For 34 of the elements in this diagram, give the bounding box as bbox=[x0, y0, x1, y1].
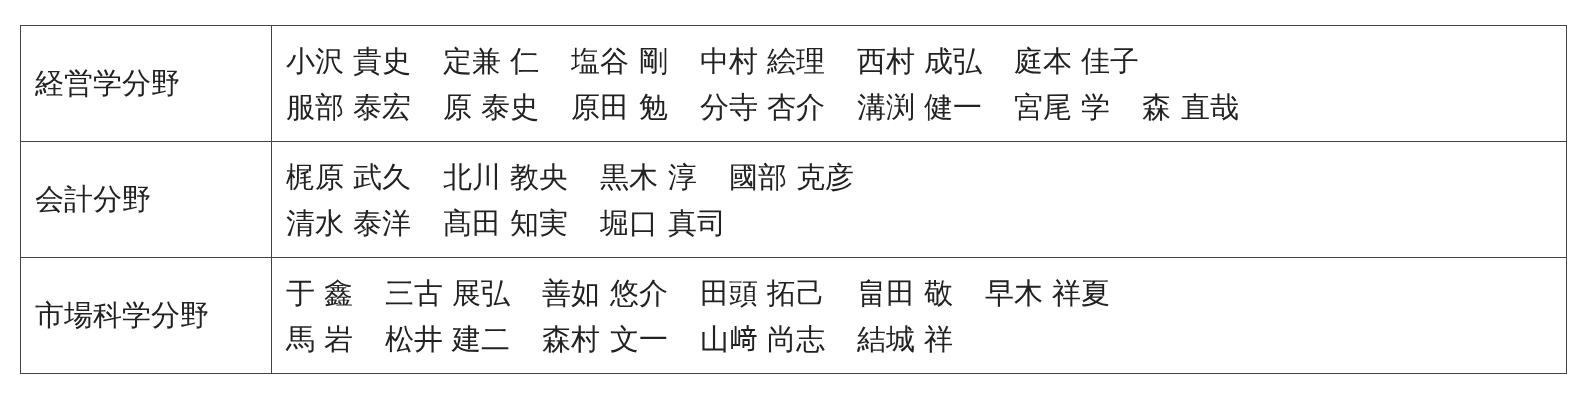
person-name: 田頭 拓己 bbox=[699, 274, 825, 312]
person-name: 善如 悠介 bbox=[542, 274, 668, 312]
person-name: 馬 岩 bbox=[286, 320, 354, 358]
person-name: 梶原 武久 bbox=[286, 158, 412, 196]
field-name-cell: 会計分野 bbox=[20, 141, 272, 258]
field-name-cell: 市場科学分野 bbox=[20, 257, 272, 374]
person-name: 塩谷 剛 bbox=[571, 42, 668, 80]
person-name: 北川 教央 bbox=[443, 158, 569, 196]
person-name: 山﨑 尚志 bbox=[699, 320, 825, 358]
person-name: 國部 克彦 bbox=[728, 158, 854, 196]
person-name: 堀口 真司 bbox=[600, 204, 726, 242]
person-name: 定兼 仁 bbox=[443, 42, 540, 80]
person-name: 溝渕 健一 bbox=[856, 88, 983, 126]
person-name: 西村 成弘 bbox=[856, 42, 983, 80]
person-name: 早木 祥夏 bbox=[985, 274, 1111, 312]
person-name: 森村 文一 bbox=[542, 320, 668, 358]
person-name: 結城 祥 bbox=[856, 320, 954, 358]
person-name: 中村 絵理 bbox=[699, 42, 825, 80]
person-name: 三古 展弘 bbox=[385, 274, 511, 312]
person-name: 服部 泰宏 bbox=[286, 88, 412, 126]
person-name: 髙田 知実 bbox=[443, 204, 569, 242]
person-name: 原田 勉 bbox=[571, 88, 668, 126]
person-name: 黒木 淳 bbox=[600, 158, 697, 196]
person-name: 松井 建二 bbox=[385, 320, 511, 358]
person-name: 畠田 敬 bbox=[856, 274, 954, 312]
person-name: 森 直哉 bbox=[1142, 88, 1239, 126]
person-name: 原 泰史 bbox=[443, 88, 540, 126]
person-name: 宮尾 学 bbox=[1014, 88, 1111, 126]
person-name: 分寺 杏介 bbox=[699, 88, 825, 126]
person-name: 庭本 佳子 bbox=[1014, 42, 1140, 80]
person-name: 清水 泰洋 bbox=[286, 204, 412, 242]
person-name: 小沢 貴史 bbox=[286, 42, 412, 80]
person-name: 于 鑫 bbox=[286, 274, 354, 312]
field-name-cell: 経営学分野 bbox=[20, 25, 272, 142]
